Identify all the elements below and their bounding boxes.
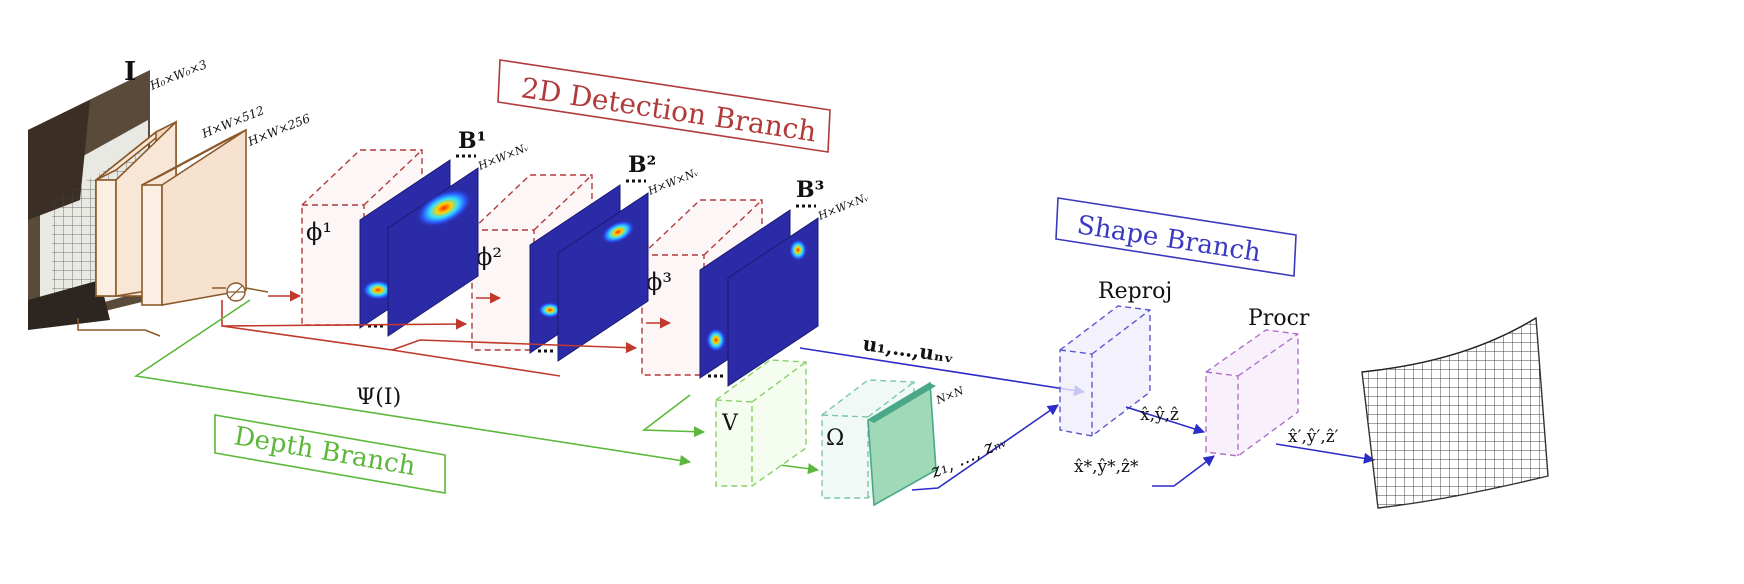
B-label-1: B¹ <box>458 128 486 154</box>
depth-branch-label: Depth Branch <box>232 421 418 482</box>
z-seq-label: z₁, …, zₙᵥ <box>927 430 1011 483</box>
v-label: V <box>721 411 739 436</box>
omega-label: Ω <box>826 426 844 451</box>
belief-map-3 <box>699 204 819 387</box>
xyz-star-label: x̂*,ŷ*,ẑ* <box>1074 457 1139 477</box>
shape-branch-label: Shape Branch <box>1075 210 1263 268</box>
xyz-hat-label: x̂,ŷ,ẑ <box>1140 405 1179 425</box>
procr-label: Procr <box>1248 306 1310 331</box>
B-label-3: B³ <box>796 177 824 203</box>
psi-label: Ψ(I) <box>356 385 401 410</box>
omega-dims: N×N <box>933 384 966 407</box>
input-dims: H₀×W₀×3 <box>147 57 209 93</box>
z-arrow <box>911 404 1059 491</box>
belief-map-2 <box>529 179 649 362</box>
depth-branch-box: Depth Branch <box>214 414 446 494</box>
detection-arrows <box>221 290 672 377</box>
procr-block <box>1205 329 1299 457</box>
reproj-to-procr <box>1125 406 1206 435</box>
feature-block-256 <box>141 128 247 306</box>
phi-label-1: ϕ¹ <box>306 218 332 246</box>
star-arrow <box>1152 455 1215 487</box>
input-symbol: I <box>124 57 136 87</box>
procr-to-mesh <box>1275 443 1376 464</box>
feature-loop-brown <box>77 287 269 337</box>
depth-line-2 <box>641 394 706 438</box>
belief-map-1 <box>359 154 479 337</box>
omega-block <box>821 379 937 507</box>
shape-branch-box: Shape Branch <box>1055 197 1297 277</box>
reproj-label: Reproj <box>1098 279 1172 304</box>
depth-line-3 <box>779 463 820 475</box>
concat-node <box>226 282 246 302</box>
output-mesh <box>1361 316 1549 509</box>
B-label-2: B² <box>628 152 656 178</box>
xyz-prime-label: x̂′,ŷ′,ẑ′ <box>1288 427 1339 447</box>
phi-label-2: ϕ² <box>476 243 502 271</box>
phi-label-3: ϕ³ <box>646 268 672 296</box>
u-seq-label: u₁,…,uₙᵥ <box>861 331 955 368</box>
reproj-block <box>1059 305 1151 437</box>
detection-branch-box: 2D Detection Branch <box>497 59 831 153</box>
detection-branch-label: 2D Detection Branch <box>519 71 819 148</box>
v-block <box>715 359 807 487</box>
u-arrow <box>799 347 1086 396</box>
psi-line <box>133 299 692 466</box>
